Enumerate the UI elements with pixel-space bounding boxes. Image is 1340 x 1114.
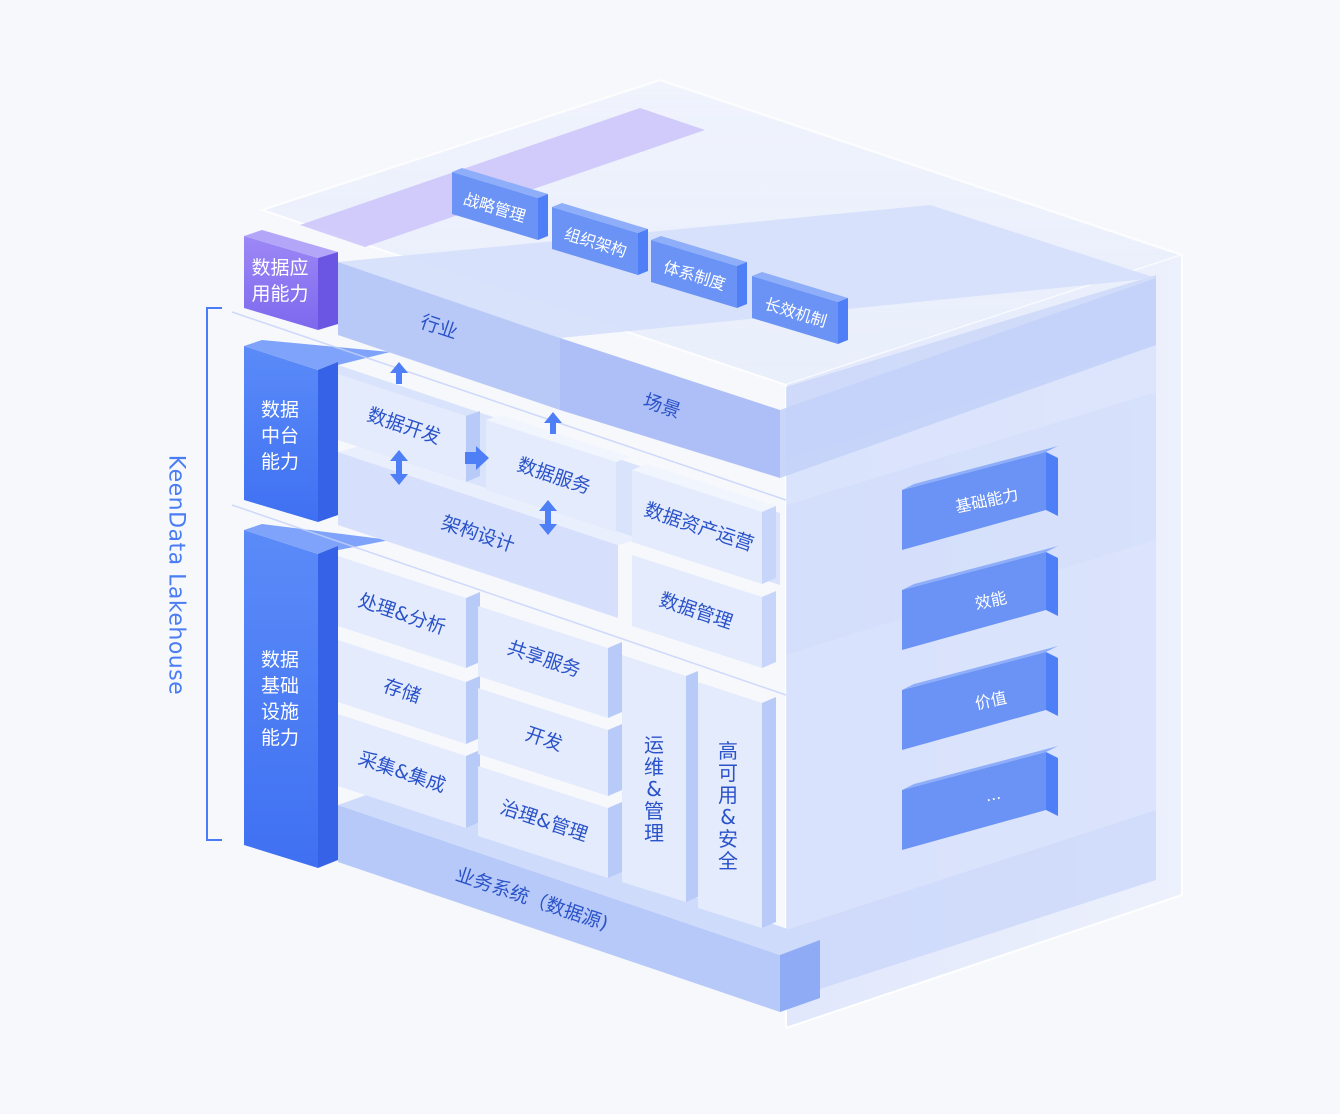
ops-line1: 运 [644,733,664,757]
panel-basic: 基础能力 [902,446,1058,550]
ops-line4: 管 [644,799,664,823]
purple-ribbon [300,108,705,247]
ops-line2: 维 [644,755,664,779]
layer-infra-line3: 设施 [261,701,299,723]
ha-line4: & [720,805,736,829]
layer-application-line1: 数据应 [251,257,308,279]
layer-middle: 数据 中台 能力 [244,340,390,522]
infra-blocks: 处理&分析 存储 采集&集成 共享服务 开发 治理&管理 运 [338,556,776,928]
pill-strategy: 战略管理 [452,168,548,240]
layer-middle-line1: 数据 [261,399,299,421]
ha-line3: 用 [718,783,738,807]
ha-line5: 安 [718,827,738,851]
middle-blocks: 架构设计 数据开发 数据服务 数据资产运营 数据管理 [338,362,776,668]
layer-application-line2: 用能力 [251,283,308,305]
pill-system: 体系制度 [651,236,747,308]
panel-more-label: ... [983,784,1002,806]
panel-efficiency: 效能 [902,546,1058,650]
right-panels: 基础能力 效能 价值 ... [902,446,1058,850]
layer-middle-line2: 中台 [261,425,299,447]
ha-line2: 可 [718,761,738,785]
layer-application: 数据应 用能力 [244,230,338,330]
source-slab: 业务系统（数据源) [338,790,820,1012]
layer-middle-line3: 能力 [261,451,299,473]
guide-planes [231,311,787,696]
flow-arrows [390,362,562,535]
strategy-pills: 战略管理 组织架构 体系制度 长效机制 [452,168,848,344]
layer-infra-line1: 数据 [261,649,299,671]
ha-line6: 全 [718,849,738,873]
ha-line1: 高 [718,739,738,763]
ops-line3: & [646,777,662,801]
panel-value: 价值 [902,646,1058,750]
layer-infra-line4: 能力 [261,727,299,749]
layer-infra-line2: 基础 [261,675,299,697]
ops-line5: 理 [644,821,664,845]
layer-infrastructure: 数据 基础 设施 能力 [244,524,390,868]
lakehouse-bracket [206,307,222,841]
pill-org: 组织架构 [552,203,648,275]
panel-more: ... [902,746,1058,850]
